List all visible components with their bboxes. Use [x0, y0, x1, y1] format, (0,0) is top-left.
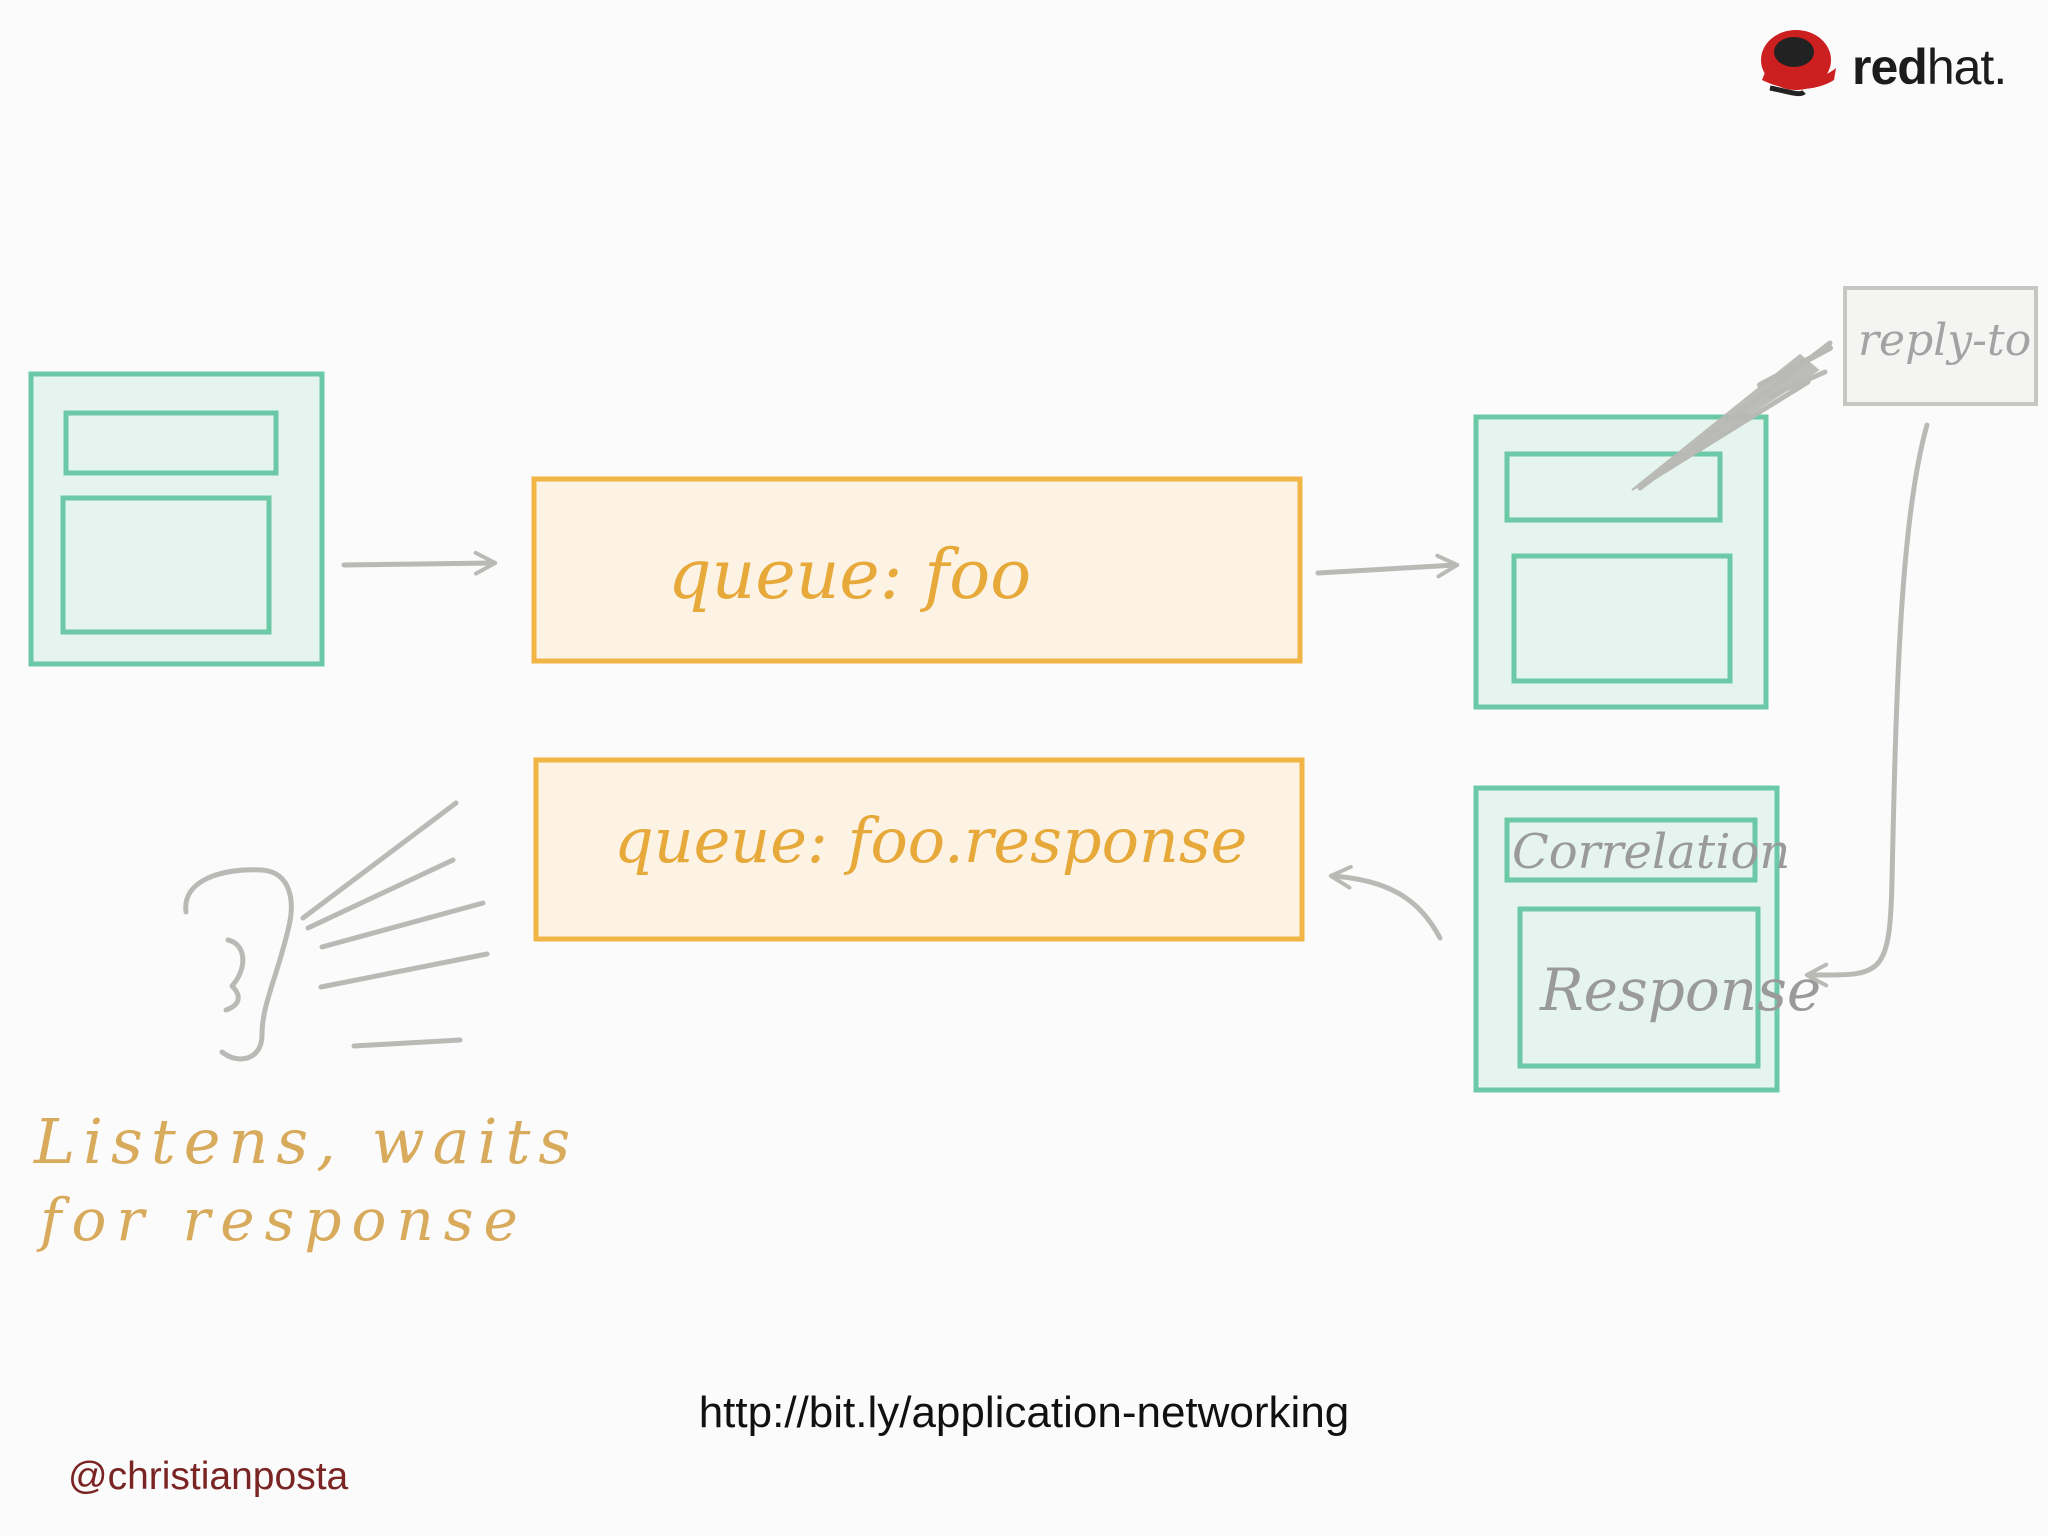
author-handle: @christianposta	[68, 1455, 349, 1498]
brand-regular: hat.	[1926, 39, 2007, 95]
request-queue: queue: foo	[531, 476, 1303, 664]
reply-to-label: reply-to	[1858, 315, 2031, 366]
response-body-box	[1517, 906, 1761, 1069]
response-queue-label: queue: foo.response	[614, 804, 1247, 877]
correlation-label: Correlation	[1512, 824, 1790, 880]
consumer-header-box	[1504, 451, 1723, 523]
consumer-body-box	[1511, 553, 1733, 684]
sound-lines	[300, 800, 490, 1049]
producer-body-box	[60, 495, 272, 635]
reply-to-header: reply-to	[1843, 286, 2038, 406]
reply-to-pointer	[1631, 340, 1833, 491]
request-queue-label: queue: foo	[668, 536, 1031, 615]
producer-header-box	[63, 410, 279, 476]
producer-service	[28, 371, 325, 667]
response-message: Correlation Response	[1473, 785, 1821, 1093]
arrow-producer-to-queue	[341, 550, 498, 576]
brand-wordmark: redhat.	[1852, 38, 2007, 96]
arrow-reply-to-response	[1804, 422, 1930, 988]
reference-link[interactable]: http://bit.ly/application-networking	[698, 1388, 1350, 1437]
consumer-service	[1473, 414, 1769, 710]
response-label: Response	[1539, 956, 1821, 1024]
listener-note-line1: Listens, waits	[33, 1105, 578, 1178]
arrow-response-to-queue	[1328, 864, 1443, 941]
response-queue: queue: foo.response	[533, 757, 1305, 942]
ear-icon	[183, 867, 294, 1062]
redhat-shadowman-icon	[1761, 30, 1836, 97]
arrow-queue-to-consumer	[1315, 553, 1460, 579]
brand-bold: red	[1852, 39, 1928, 95]
listener-note-line2: for response	[36, 1186, 528, 1254]
correlation-box	[1504, 817, 1758, 883]
